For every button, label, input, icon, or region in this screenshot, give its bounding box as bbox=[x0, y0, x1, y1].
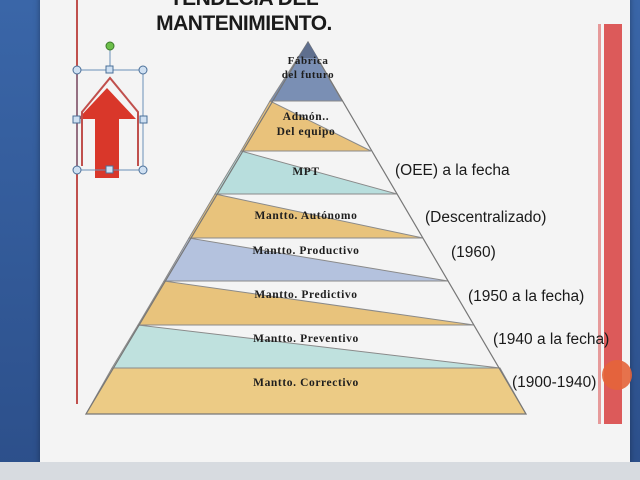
pyramid-level-preventivo[interactable] bbox=[111, 324, 501, 369]
level-label-autonomo: Mantto. Autónomo bbox=[254, 210, 358, 222]
up-arrow-shape[interactable] bbox=[78, 76, 139, 178]
pyramid-level-predictivo[interactable] bbox=[137, 280, 475, 326]
note-mpt: (OEE) a la fecha bbox=[395, 162, 510, 179]
pyramid-apex bbox=[298, 42, 318, 58]
resize-handle-tm[interactable] bbox=[105, 65, 114, 74]
slide-graphics bbox=[72, 0, 622, 424]
pyramid-level-correctivo[interactable] bbox=[85, 367, 527, 415]
bottom-status-bar bbox=[0, 462, 640, 480]
note-preventivo: (1940 a la fecha) bbox=[493, 331, 610, 348]
note-predictivo: (1950 a la fecha) bbox=[468, 288, 585, 305]
selection-box[interactable] bbox=[72, 41, 148, 175]
resize-handle-bm[interactable] bbox=[105, 165, 114, 174]
level-label-admon-line2: Del equipo bbox=[276, 126, 336, 138]
resize-handle-ml[interactable] bbox=[72, 115, 81, 124]
level-label-predictivo: Mantto. Predictivo bbox=[254, 289, 358, 301]
resize-handle-tr[interactable] bbox=[138, 65, 148, 75]
level-label-admon: Admón.. Del equipo bbox=[256, 110, 356, 140]
slide-title-line1: TENDECIA DEL bbox=[134, 0, 354, 11]
pyramid-level-autonomo[interactable] bbox=[188, 193, 424, 239]
right-decorative-bar bbox=[604, 24, 622, 424]
rotation-handle[interactable] bbox=[105, 41, 115, 51]
arrow-outline bbox=[81, 76, 139, 166]
pyramid-level-productivo[interactable] bbox=[163, 237, 449, 282]
level-label-fabrica-line1: Fábrica bbox=[287, 55, 329, 67]
slide-title[interactable]: TENDECIA DEL MANTENIMIENTO. bbox=[134, 0, 354, 36]
resize-handle-tl[interactable] bbox=[72, 65, 82, 75]
note-autonomo: (Descentralizado) bbox=[425, 209, 547, 226]
right-decorative-line bbox=[598, 24, 601, 424]
note-productivo: (1960) bbox=[451, 244, 496, 261]
slide-title-line2: MANTENIMIENTO. bbox=[156, 12, 332, 35]
arrow-icon[interactable] bbox=[78, 88, 136, 178]
slide-canvas[interactable]: TENDECIA DEL MANTENIMIENTO. Fábrica del … bbox=[40, 0, 632, 464]
level-label-correctivo: Mantto. Correctivo bbox=[253, 377, 359, 389]
level-label-fabrica: Fábrica del futuro bbox=[258, 54, 358, 82]
level-label-productivo: Mantto. Productivo bbox=[252, 245, 360, 257]
level-label-preventivo: Mantto. Preventivo bbox=[253, 333, 359, 345]
level-label-mpt: MPT bbox=[292, 166, 320, 178]
resize-handle-bl[interactable] bbox=[72, 165, 82, 175]
level-label-fabrica-line2: del futuro bbox=[281, 69, 335, 81]
pyramid-level-admon[interactable] bbox=[240, 100, 372, 152]
level-label-admon-line1: Admón.. bbox=[282, 111, 330, 123]
pyramid-outline bbox=[84, 40, 528, 415]
resize-handle-br[interactable] bbox=[138, 165, 148, 175]
highlight-circle bbox=[602, 360, 632, 390]
note-correctivo: (1900-1940) bbox=[512, 374, 597, 391]
pyramid-level-mpt[interactable] bbox=[214, 150, 398, 195]
resize-handle-mr[interactable] bbox=[139, 115, 148, 124]
